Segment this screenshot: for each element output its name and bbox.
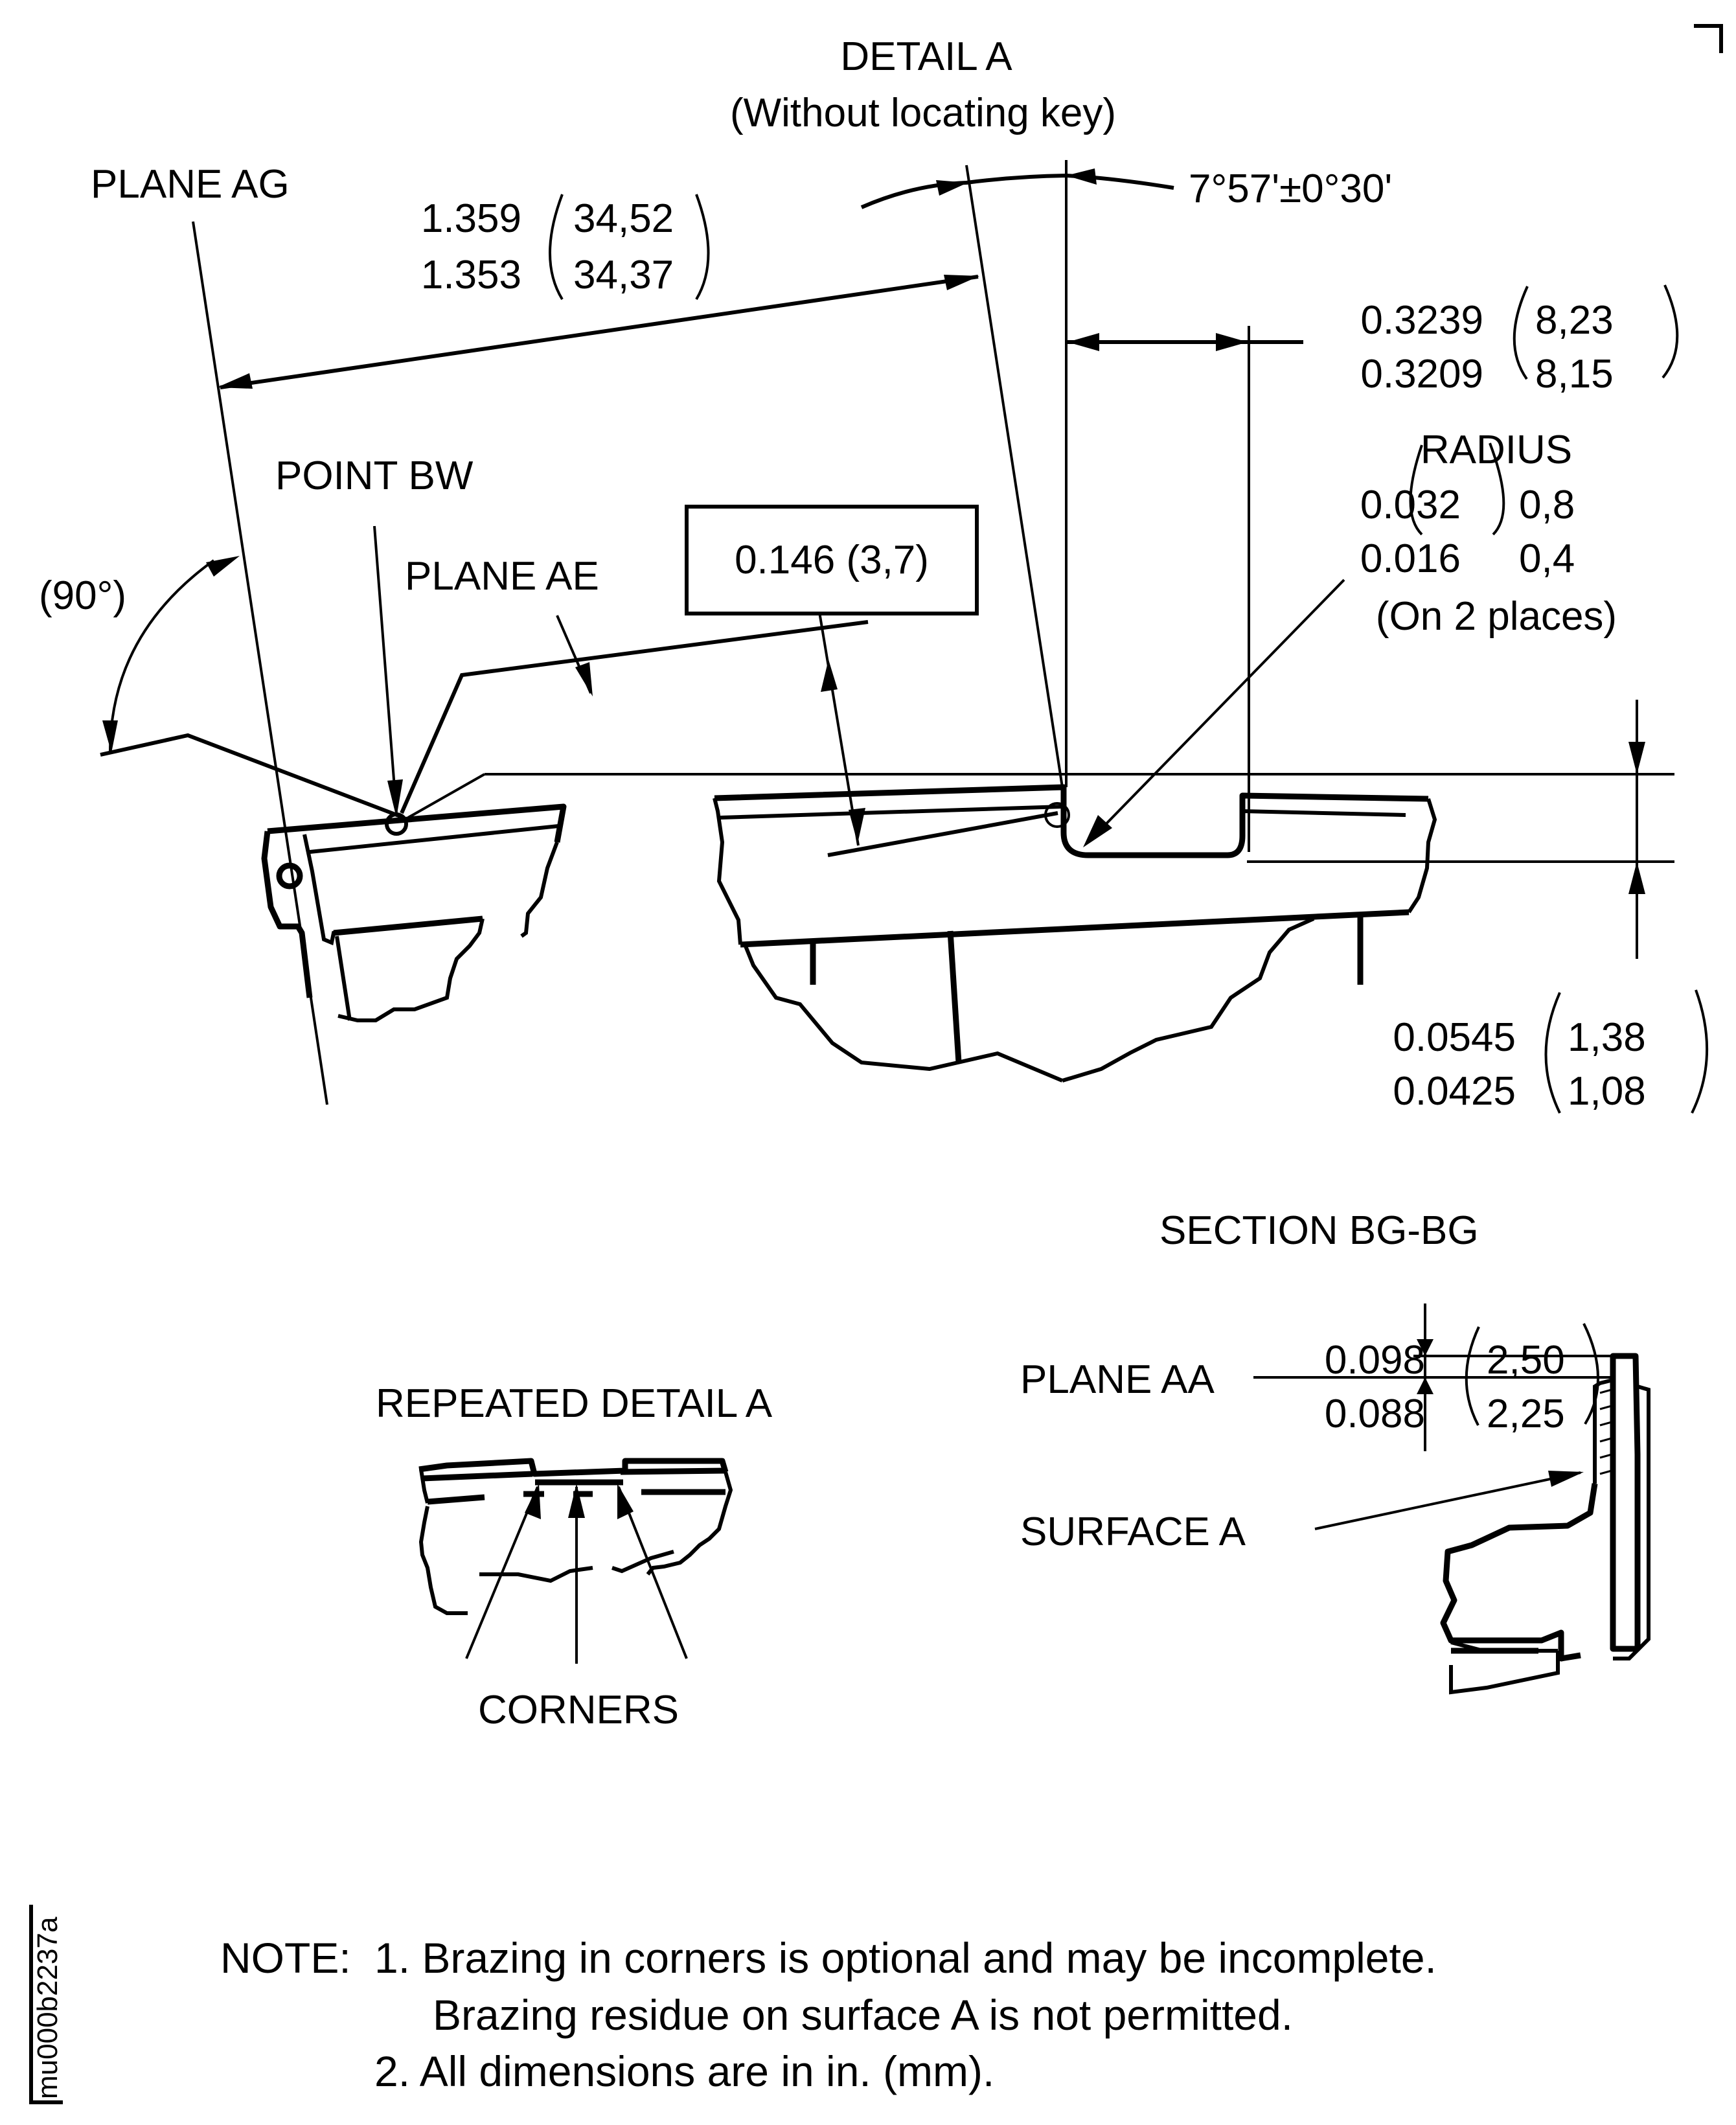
slot-width-in-min: 0.3209	[1360, 352, 1483, 396]
plane-ae-label: PLANE AE	[405, 554, 599, 599]
depth-mm-min: 1,08	[1568, 1069, 1646, 1114]
arrowhead	[1628, 742, 1645, 774]
notes: NOTE: 1. Brazing in corners is optional …	[220, 1934, 1437, 2095]
plane-aa-label: PLANE AA	[1020, 1357, 1215, 1402]
corner-leader	[465, 1486, 539, 1659]
slot-width-mm-min: 8,15	[1535, 352, 1614, 396]
slot-width-mm-max: 8,23	[1535, 298, 1614, 343]
note-prefix: NOTE:	[220, 1934, 351, 1982]
right-part	[713, 784, 1437, 1083]
point-bw-label: POINT BW	[275, 454, 474, 498]
arrowhead	[1216, 333, 1248, 351]
detail-a-title: DETAIL A	[840, 34, 1012, 79]
basic-dim-value: 0.146 (3,7)	[735, 538, 929, 582]
arrowhead	[217, 373, 253, 389]
arrowhead	[387, 779, 403, 818]
note-1: 1. Brazing in corners is optional and ma…	[374, 1934, 1437, 1982]
length-dimension: 1.359 1.353 34,52 34,37	[421, 194, 710, 301]
corner-leader	[617, 1486, 688, 1659]
arrowhead	[1417, 1339, 1433, 1356]
point-bw-marker	[385, 812, 408, 836]
plane-ag-label: PLANE AG	[91, 162, 290, 207]
length-mm-min: 34,37	[573, 253, 674, 297]
slot-side-line-angled	[965, 165, 1064, 788]
horizontal-ref-line	[407, 773, 485, 819]
depth-dimension: 0.0545 0.0425 1,38 1,08	[1393, 989, 1709, 1114]
arrowhead	[617, 1484, 634, 1519]
depth-in-min: 0.0425	[1393, 1069, 1516, 1114]
section-in-min: 0.088	[1325, 1392, 1425, 1436]
point-bw-leader	[373, 525, 398, 814]
detail-a-subtitle: (Without locating key)	[730, 91, 1116, 135]
repeated-detail-a: REPEATED DETAIL A CORNERS	[376, 1381, 773, 1732]
section-in-max: 0.098	[1325, 1338, 1425, 1383]
section-bg-dimension: 0.098 0.088 2,50 2,25	[1325, 1323, 1599, 1436]
section-mm-max: 2,50	[1487, 1338, 1565, 1383]
arrowhead	[568, 1484, 585, 1518]
repeated-detail-title: REPEATED DETAIL A	[376, 1381, 773, 1426]
section-mm-min: 2,25	[1487, 1392, 1565, 1436]
figure-code: mu000b2237a	[32, 1916, 63, 2099]
slot-width-in-max: 0.3239	[1360, 298, 1483, 343]
plane-ae-line	[400, 620, 869, 814]
arrowhead	[821, 660, 838, 692]
slot-width-dimension: 0.3239 0.3209 8,23 8,15	[1360, 284, 1679, 396]
radius-marker	[1044, 802, 1070, 828]
radius-mm-max: 0,8	[1519, 483, 1575, 527]
box-dim-line	[818, 612, 860, 846]
crop-mark-bottom-left	[29, 1905, 63, 2104]
arrowhead	[1548, 1471, 1584, 1487]
corners-label: CORNERS	[478, 1688, 679, 1732]
radius-leader	[1087, 579, 1345, 844]
arrowhead	[575, 662, 593, 696]
arrowhead	[936, 180, 968, 196]
surface-a-leader	[1314, 1471, 1581, 1530]
arrowhead	[102, 720, 118, 753]
arrowhead	[944, 275, 979, 290]
angle-tolerance-label: 7°57'±0°30'	[1189, 167, 1392, 211]
depth-mm-max: 1,38	[1568, 1015, 1646, 1060]
arrowhead	[1066, 168, 1097, 185]
surface-a-label: SURFACE A	[1020, 1510, 1246, 1554]
note-2: 2. All dimensions are in in. (mm).	[374, 2047, 994, 2095]
crop-mark-top-right	[1694, 24, 1723, 53]
length-mm-max: 34,52	[573, 196, 674, 241]
detail-a: DETAIL A (Without locating key) PLANE AG…	[39, 34, 1709, 1114]
radius-callout: RADIUS 0.032 0.016 0,8 0,4 (On 2 places)	[1360, 428, 1617, 639]
radius-mm-min: 0,4	[1519, 536, 1575, 581]
radius-note: (On 2 places)	[1376, 594, 1617, 639]
arrowhead	[525, 1484, 541, 1519]
radius-in-min: 0.016	[1360, 536, 1461, 581]
arrowhead	[206, 556, 240, 577]
length-in-min: 1.353	[421, 253, 521, 297]
angle-arc	[860, 173, 1174, 209]
arrowhead	[1068, 333, 1099, 351]
length-dim-line	[220, 275, 979, 389]
length-in-max: 1.359	[421, 196, 521, 241]
arrowhead	[849, 808, 865, 844]
section-bg-bg: SECTION BG-BG 0.098 0.088 2,50 2,25 PLAN…	[1020, 1208, 1650, 1695]
arrowhead	[1417, 1377, 1433, 1394]
note-1-continued: Brazing residue on surface A is not perm…	[433, 1991, 1293, 2039]
basic-dim-box	[685, 505, 979, 615]
arrowhead	[1628, 862, 1645, 894]
left-part	[261, 803, 567, 1022]
angle-90-label: (90°)	[39, 573, 126, 618]
depth-in-max: 0.0545	[1393, 1015, 1516, 1060]
section-bg-title: SECTION BG-BG	[1159, 1208, 1479, 1253]
reference-line	[100, 733, 402, 818]
arrowhead	[1083, 815, 1112, 847]
